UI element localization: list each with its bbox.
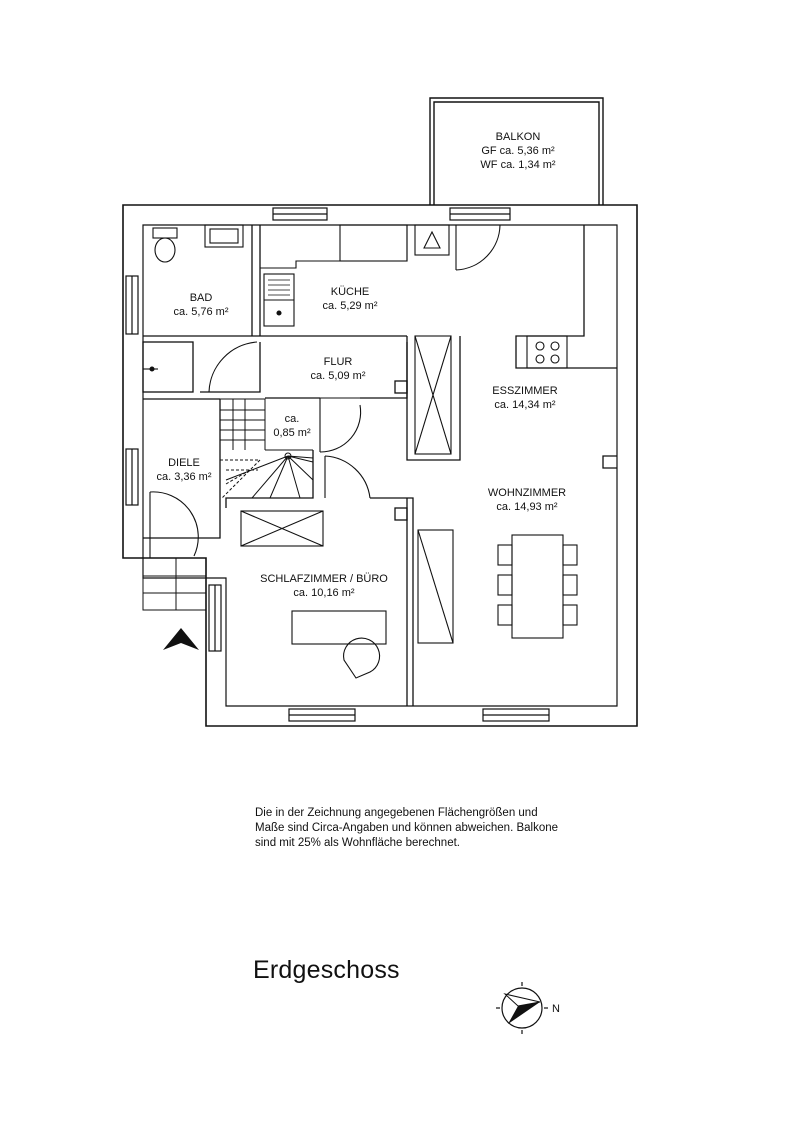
bathroom-fixtures	[143, 224, 244, 372]
balcony-outline	[429, 97, 604, 205]
room-name-flur: FLUR	[324, 356, 353, 368]
room-labels: BALKON GF ca. 5,36 m² WF ca. 1,34 m² BAD…	[156, 131, 566, 599]
room-name-wohnzimmer: WOHNZIMMER	[488, 487, 566, 499]
room-name-diele: DIELE	[168, 457, 200, 469]
kitchen-fixtures	[260, 224, 568, 369]
room-area-balkon-wf: WF ca. 1,34 m²	[480, 159, 556, 171]
room-area-balkon-gf: GF ca. 5,36 m²	[481, 145, 555, 157]
compass-rose-icon	[496, 982, 548, 1034]
room-name-abstell: ca.	[285, 413, 300, 425]
room-area-flur: ca. 5,09 m²	[310, 370, 365, 382]
room-area-kueche: ca. 5,29 m²	[322, 300, 377, 312]
furniture	[240, 335, 578, 679]
room-area-bad: ca. 5,76 m²	[173, 306, 228, 318]
doors	[149, 224, 501, 558]
room-area-abstell: 0,85 m²	[273, 427, 311, 439]
room-name-kueche: KÜCHE	[331, 286, 370, 298]
room-name-esszimmer: ESSZIMMER	[492, 385, 557, 397]
compass-north-label: N	[552, 1003, 560, 1015]
staircase	[142, 398, 314, 611]
entrance-arrow-icon	[163, 628, 199, 650]
room-area-diele: ca. 3,36 m²	[156, 471, 211, 483]
room-name-balkon: BALKON	[496, 131, 541, 143]
room-area-wohnzimmer: ca. 14,93 m²	[496, 501, 557, 513]
room-area-esszimmer: ca. 14,34 m²	[494, 399, 555, 411]
room-name-bad: BAD	[190, 292, 213, 304]
windows	[125, 207, 550, 722]
disclaimer-text: Die in der Zeichnung angegebenen Flächen…	[255, 807, 559, 849]
exterior-walls	[122, 204, 638, 727]
room-area-schlafzimmer: ca. 10,16 m²	[293, 587, 354, 599]
floor-title: Erdgeschoss	[253, 956, 400, 984]
room-name-schlafzimmer: SCHLAFZIMMER / BÜRO	[260, 573, 388, 585]
